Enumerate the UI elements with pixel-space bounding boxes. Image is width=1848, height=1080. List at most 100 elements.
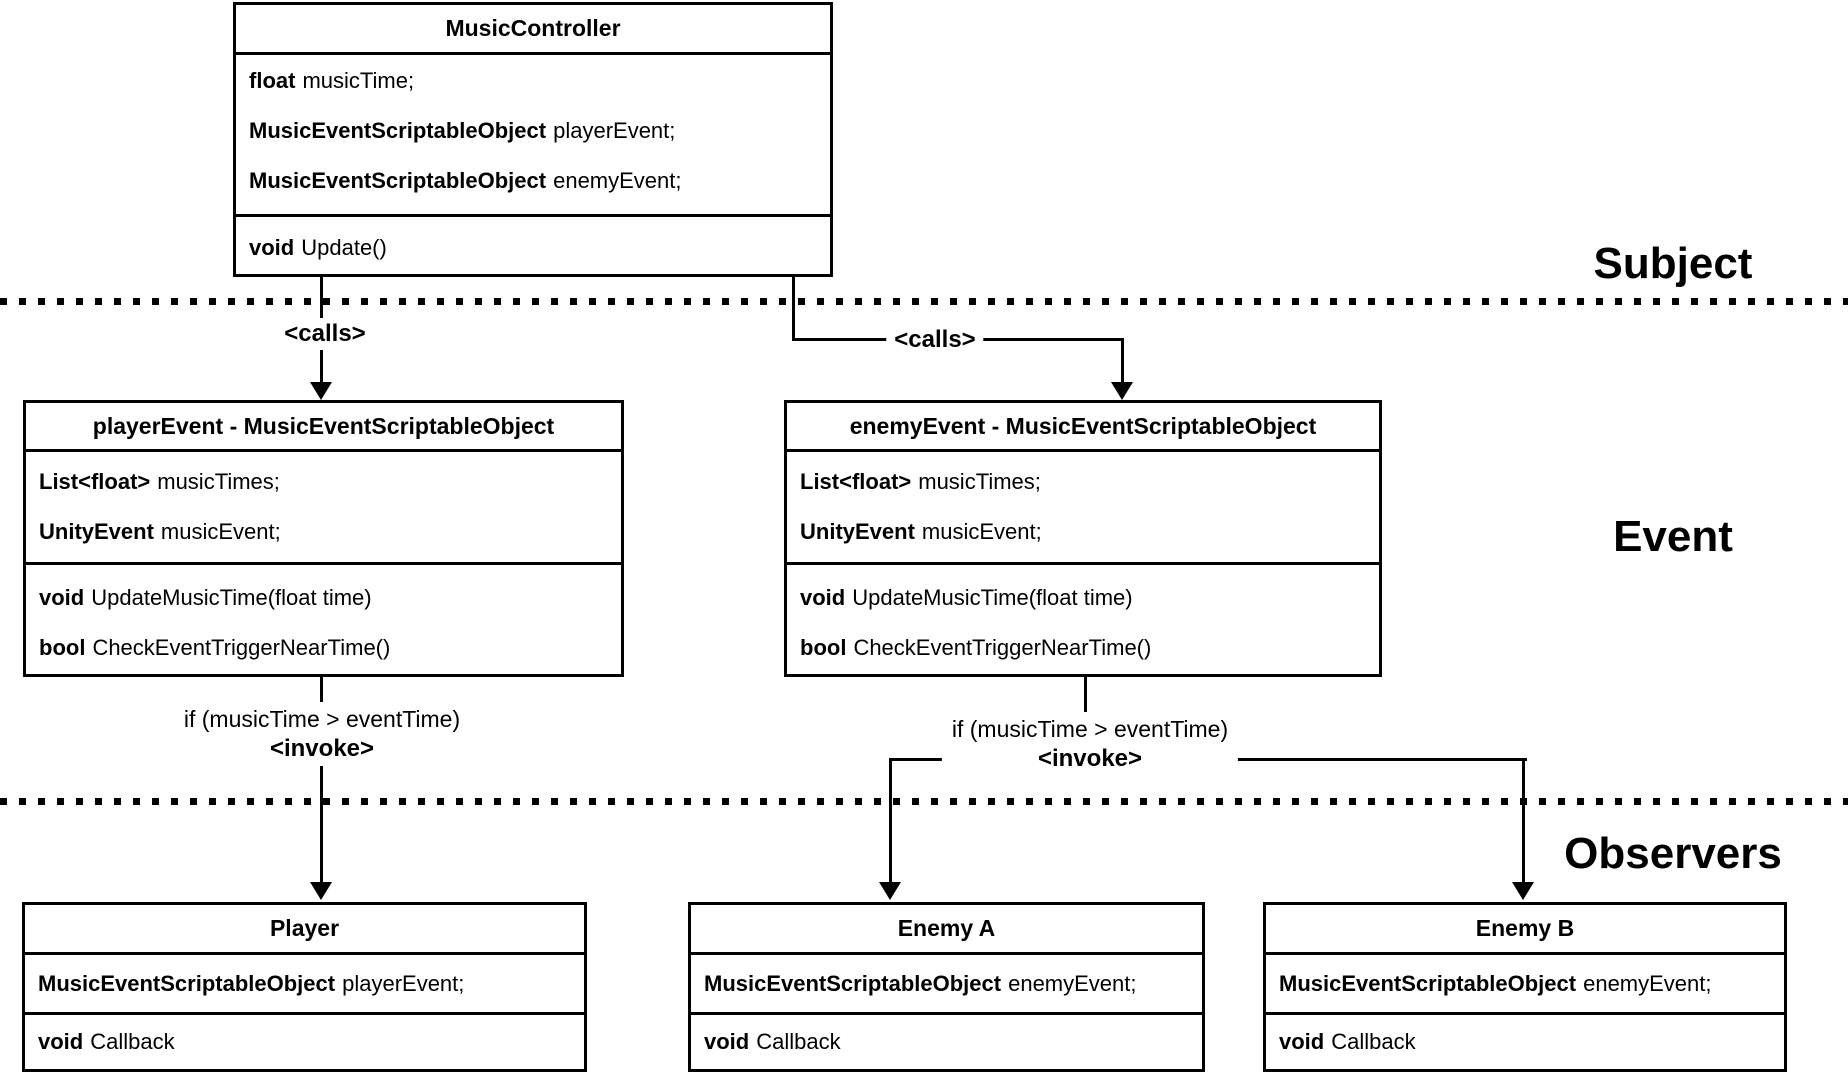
arrow-down-icon <box>1512 882 1534 900</box>
subject-event-separator <box>0 298 1848 305</box>
member-type: UnityEvent <box>800 519 915 544</box>
class-title: playerEvent - MusicEventScriptableObject <box>26 403 621 452</box>
member-type: float <box>249 68 296 93</box>
member-name: musicTimes; <box>918 469 1041 494</box>
invoke-label-player: if (musicTime > eventTime) <invoke> <box>173 702 471 766</box>
calls-label-enemy: <calls> <box>886 324 984 356</box>
connector-calls-enemy-line-v2 <box>1121 338 1124 384</box>
calls-label-player: <calls> <box>276 318 374 350</box>
member-type: List<float> <box>39 469 151 494</box>
member-type: void <box>704 1029 750 1054</box>
class-box-enemyevent: enemyEvent - MusicEventScriptableObject … <box>784 400 1382 677</box>
member-type: void <box>249 235 295 260</box>
connector-calls-enemy-line-v1 <box>792 277 795 341</box>
member-type: MusicEventScriptableObject <box>249 118 547 143</box>
member-name: UpdateMusicTime(float time) <box>91 585 372 610</box>
class-attribute: List<float>musicTimes; <box>787 457 1379 507</box>
member-type: void <box>39 585 85 610</box>
member-type: bool <box>800 635 847 660</box>
member-type: List<float> <box>800 469 912 494</box>
arrow-down-icon <box>879 882 901 900</box>
section-label-observers: Observers <box>1564 829 1782 878</box>
class-box-playerevent: playerEvent - MusicEventScriptableObject… <box>23 400 624 677</box>
class-title: Enemy B <box>1266 905 1784 955</box>
member-type: UnityEvent <box>39 519 154 544</box>
connector-invoke-enemy-a-line <box>889 758 892 884</box>
connector-invoke-enemy-b-line <box>1522 758 1525 884</box>
arrow-down-icon <box>1111 382 1133 400</box>
member-type: MusicEventScriptableObject <box>704 970 1002 996</box>
member-name: enemyEvent; <box>1583 970 1712 996</box>
arrow-down-icon <box>310 882 332 900</box>
member-name: enemyEvent; <box>1008 970 1137 996</box>
invoke-text: <invoke> <box>269 735 375 762</box>
class-title: MusicController <box>236 5 830 55</box>
member-name: musicTime; <box>302 68 415 93</box>
class-title: Enemy A <box>691 905 1202 955</box>
invoke-text: <invoke> <box>1037 745 1143 772</box>
member-name: playerEvent; <box>553 118 676 143</box>
class-attribute: List<float>musicTimes; <box>26 457 621 507</box>
section-label-subject: Subject <box>1593 239 1753 288</box>
member-name: Callback <box>90 1029 175 1054</box>
section-label-event: Event <box>1613 512 1733 561</box>
member-name: UpdateMusicTime(float time) <box>852 585 1133 610</box>
class-title: Player <box>25 905 584 955</box>
arrow-down-icon <box>310 382 332 400</box>
member-type: void <box>38 1029 84 1054</box>
member-name: Callback <box>756 1029 841 1054</box>
connector-invoke-player-line <box>320 677 323 884</box>
member-name: musicTimes; <box>157 469 280 494</box>
class-title: enemyEvent - MusicEventScriptableObject <box>787 403 1379 452</box>
member-type: MusicEventScriptableObject <box>1279 970 1577 996</box>
member-name: musicEvent; <box>921 519 1042 544</box>
member-name: Update() <box>301 235 387 260</box>
invoke-label-enemy: if (musicTime > eventTime) <invoke> <box>941 712 1239 776</box>
member-name: musicEvent; <box>160 519 281 544</box>
invoke-condition-text: if (musicTime > eventTime) <box>951 716 1229 742</box>
member-type: MusicEventScriptableObject <box>38 970 336 996</box>
event-observers-separator <box>0 798 1848 805</box>
member-name: CheckEventTriggerNearTime() <box>92 635 391 660</box>
member-name: enemyEvent; <box>553 168 682 193</box>
member-name: playerEvent; <box>342 970 465 996</box>
member-type: void <box>800 585 846 610</box>
member-type: void <box>1279 1029 1325 1054</box>
member-name: CheckEventTriggerNearTime() <box>853 635 1152 660</box>
member-type: MusicEventScriptableObject <box>249 168 547 193</box>
member-name: Callback <box>1331 1029 1416 1054</box>
member-type: bool <box>39 635 86 660</box>
invoke-condition-text: if (musicTime > eventTime) <box>183 706 461 732</box>
